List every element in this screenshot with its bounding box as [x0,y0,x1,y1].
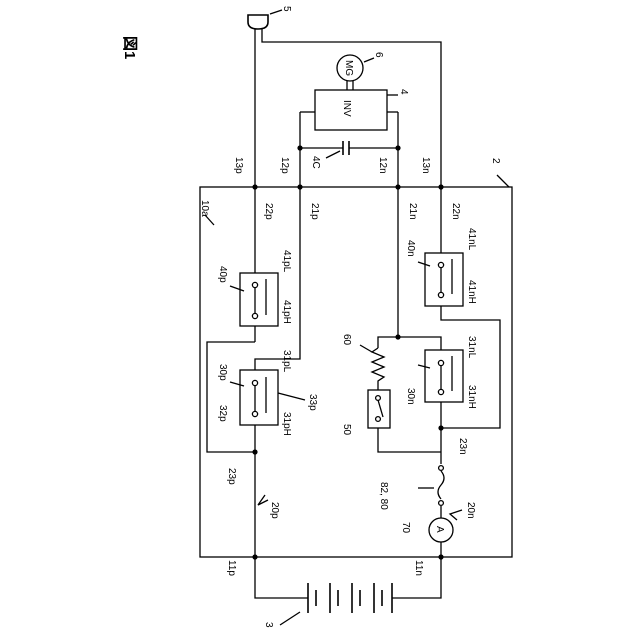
arrow-20n [450,510,462,520]
label-23n: 23n [457,438,468,455]
relay-30n-contact-2 [438,389,443,394]
label-21n: 21n [407,203,418,220]
relay-40p-contact-1 [252,282,257,287]
label-23p: 23p [226,468,237,485]
switch-50-contact-2 [376,417,381,422]
label-6: 6 [373,52,384,58]
wire-battery-left [255,557,308,598]
label-40p: 40p [217,266,228,283]
connector-5 [248,15,268,29]
relay-40p [240,273,278,326]
fuse-terminal-bottom [439,501,444,506]
label-33p: 33p [307,394,318,411]
leader-60 [360,345,372,352]
relay-40n [425,253,463,306]
label-3: 3 [263,622,274,628]
label-50: 50 [341,424,352,436]
label-31nl: 31nL [466,336,477,359]
label-60: 60 [341,334,352,346]
leader-33p [278,393,305,400]
wire-to-30n [398,337,441,350]
relay-40n-contact-1 [438,262,443,267]
relay-40n-contact-2 [438,292,443,297]
label-20p: 20p [269,502,280,519]
resistor-60 [372,348,384,390]
label-13p: 13p [233,157,244,174]
relay-30p-contact-2 [252,411,257,416]
label-31pl: 31pL [281,350,292,373]
label-8280: 82, 80 [378,482,389,510]
relay-30n-contact-1 [438,360,443,365]
label-30p: 30p [217,364,228,381]
inv-label: INV [341,100,352,117]
leader-4c [326,151,340,158]
label-70: 70 [400,522,411,534]
label-21p: 21p [309,203,320,220]
switch-50-contact-1 [376,396,381,401]
leader-5 [270,10,282,14]
label-11p: 11p [226,560,237,576]
mg-label: MG [343,60,354,76]
label-4: 4 [398,89,409,95]
label-20n: 20n [465,502,476,519]
leader-2 [497,175,509,187]
label-22n: 22n [450,203,461,220]
figure-label: 図1 [121,36,138,59]
label-41nh: 41nH [466,280,477,304]
wire-50-bottom [378,428,441,452]
label-30n: 30n [405,388,416,405]
relay-30p [240,370,278,425]
ammeter-label: A [434,526,445,533]
label-31nh: 31nH [466,385,477,409]
label-12p: 12p [279,157,290,174]
node-cap-left [297,145,302,150]
fuse-terminal-top [439,466,444,471]
wire-to-resistor [378,337,398,348]
node-cap-right [395,145,400,150]
relay-40p-contact-2 [252,313,257,318]
label-12n: 12n [377,157,388,174]
label-10a: 10a [199,200,210,217]
label-41pl: 41pL [281,250,292,273]
label-2: 2 [490,158,501,164]
leader-6 [364,58,374,62]
label-40n: 40n [405,240,416,257]
label-41nl: 41nL [466,228,477,251]
label-5: 5 [281,6,292,12]
label-11n: 11n [413,560,424,576]
label-32p: 32p [217,405,228,422]
arrow-20p [258,495,268,505]
label-41ph: 41pH [281,300,292,324]
label-22p: 22p [263,203,274,220]
relay-30p-contact-1 [252,380,257,385]
label-31ph: 31pH [281,412,292,436]
leader-3 [280,612,300,625]
label-4c: 4C [310,156,321,169]
fuse-element [438,471,444,499]
relay-30n [425,350,463,402]
label-13n: 13n [420,157,431,174]
